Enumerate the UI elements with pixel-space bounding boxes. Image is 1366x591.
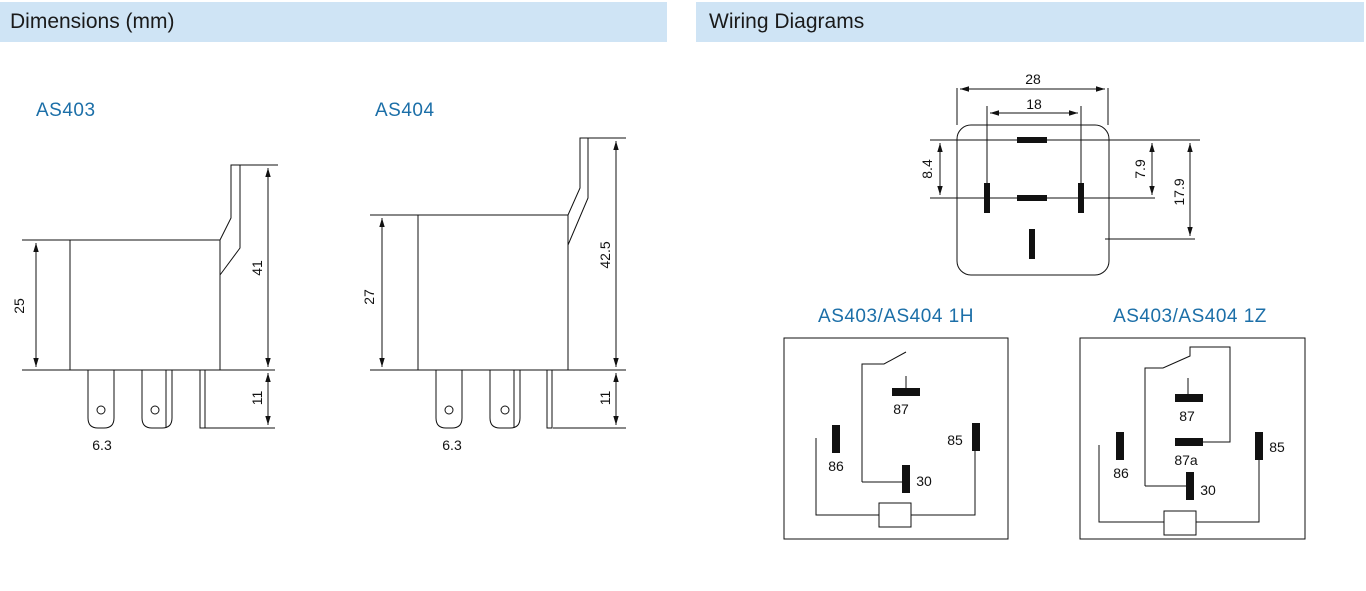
as404-pin-height-label: 11 (597, 391, 613, 406)
as404-pin-width-label: 6.3 (442, 437, 462, 453)
footprint-outer-width-label: 28 (1025, 71, 1041, 87)
dimensions-header: Dimensions (mm) (0, 2, 667, 42)
as404-drawing (370, 137, 626, 429)
diagram-1z-pin-30: 30 (1200, 482, 1216, 498)
as404-body-height-label: 27 (361, 289, 377, 305)
diagram-1h-pin-87: 87 (893, 401, 909, 417)
footprint-right-total-label: 17.9 (1171, 178, 1187, 205)
diagram-1z-pins (1116, 394, 1263, 500)
as404-total-height-label: 42.5 (597, 241, 613, 268)
footprint-left-offset-label: 8.4 (919, 159, 935, 179)
diagram-1h-pins (832, 388, 980, 493)
wiring-diagrams-header: Wiring Diagrams (696, 2, 1364, 42)
diagram-1z-pin-87a: 87a (1174, 452, 1198, 468)
diagram-1h-title: AS403/AS404 1H (818, 306, 974, 327)
as403-model-label: AS403 (36, 100, 96, 121)
footprint-inner-width-label: 18 (1026, 96, 1042, 112)
diagram-1z-pin-86: 86 (1113, 465, 1129, 481)
as403-body-height-label: 25 (11, 298, 27, 314)
as404-model-label: AS404 (375, 100, 435, 121)
diagram-1h-pin-85: 85 (947, 432, 963, 448)
footprint-pins (984, 137, 1084, 259)
diagram-1z (1079, 337, 1306, 540)
diagram-1h (783, 337, 1009, 540)
as403-pin-width-label: 6.3 (92, 437, 112, 453)
diagram-1z-pin-87: 87 (1179, 408, 1195, 424)
as403-pin-height-label: 11 (249, 391, 265, 406)
as403-total-height-label: 41 (249, 260, 265, 276)
diagram-1z-title: AS403/AS404 1Z (1113, 306, 1267, 327)
footprint-drawing (930, 86, 1200, 276)
diagram-1h-pin-86: 86 (828, 458, 844, 474)
as403-drawing (22, 164, 278, 429)
footprint-right-offset-label: 7.9 (1132, 159, 1148, 179)
diagram-1h-pin-30: 30 (916, 473, 932, 489)
diagram-1z-pin-85: 85 (1269, 439, 1285, 455)
